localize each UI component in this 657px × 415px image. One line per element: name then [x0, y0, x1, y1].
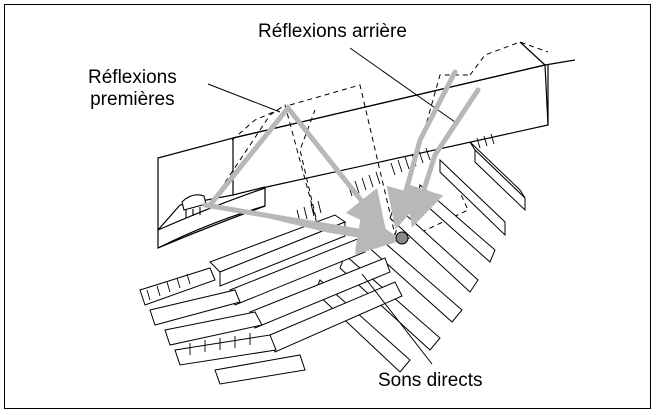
sound-arrows: [202, 69, 481, 255]
seating-left: [139, 214, 403, 385]
early-reflection-arrow-2: [262, 212, 398, 255]
back-reflections-label: Réflexions arrière: [258, 21, 407, 42]
listener-head: [395, 231, 409, 245]
early-reflection-arrow-1: [207, 103, 387, 232]
hall-wall: [232, 41, 576, 189]
early-reflections-line2: premières: [90, 89, 175, 110]
direct-sounds-label: Sons directs: [378, 370, 483, 391]
figure-frame: [4, 4, 651, 409]
early-reflections-line1: Réflexions: [88, 67, 177, 88]
early-reflections-label: Réflexions premières: [88, 67, 177, 111]
back-reflection-arrow-2: [386, 69, 458, 230]
